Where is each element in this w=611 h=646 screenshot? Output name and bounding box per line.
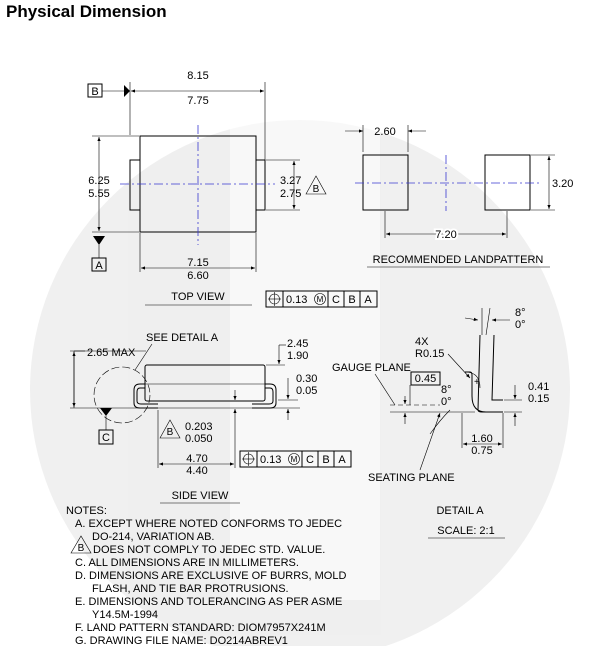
landpattern-title: RECOMMENDED LANDPATTERN [373, 254, 544, 266]
side-lead-max: 0.30 [296, 373, 317, 385]
fcf-datum-1: C [332, 294, 340, 306]
detail-radius: R0.15 [415, 348, 444, 360]
detail-angle-1: 8° [441, 384, 452, 396]
datum-b-label: B [91, 86, 98, 98]
note-a-line2: DO-214, VARIATION AB. [92, 531, 214, 543]
side-span-min: 4.40 [186, 465, 207, 477]
detail-gauge-plane: GAUGE PLANE [332, 362, 411, 374]
fcf-datum-2: B [348, 294, 355, 306]
detail-a-title: DETAIL A [436, 505, 484, 517]
note-b-triangle-side [159, 419, 181, 439]
datum-c-label: C [102, 432, 110, 444]
side-standoff-max: 0.203 [185, 421, 213, 433]
note-b-triangle [305, 175, 327, 195]
side-view: SEE DETAIL A 2.65 MAX C 2.45 1.90 0.30 0… [70, 332, 352, 504]
datum-a-label: A [95, 260, 103, 272]
top-width-max: 8.15 [187, 70, 208, 82]
note-d-line2: FLASH, AND TIE BAR PROTRUSIONS. [92, 583, 289, 595]
note-b: DOES NOT COMPLY TO JEDEC STD. VALUE. [93, 544, 325, 556]
note-a-line1: A. EXCEPT WHERE NOTED CONFORMS TO JEDEC [75, 518, 342, 530]
side-lead-min: 0.05 [296, 385, 317, 397]
fcf-datum-3: A [364, 294, 372, 306]
top-lead-right [255, 159, 266, 211]
top-feature-control-frame: 0.13 M C B A [265, 290, 378, 308]
detail-a: 8° 0° + 4X R0.15 GAUGE PLANE 0.45 8° 0° … [332, 307, 549, 539]
fcf-modifier: M [291, 455, 298, 464]
detail-lead-max: 0.41 [528, 381, 549, 393]
landpattern: 2.60 3.20 7.20 RECOMMENDED LANDPATTERN [345, 125, 573, 268]
top-body-min: 6.60 [187, 270, 208, 282]
fcf-datum-1: C [306, 454, 314, 466]
top-body-max: 7.15 [187, 257, 208, 269]
top-lead-left [129, 159, 141, 211]
note-b-label-side: B [167, 427, 174, 438]
top-height-min: 5.55 [88, 188, 109, 200]
fcf-tolerance: 0.13 [260, 454, 281, 466]
detail-angle-2: 0° [441, 396, 452, 408]
detail-angle-top-1: 8° [515, 307, 526, 319]
note-e-line1: E. DIMENSIONS AND TOLERANCING AS PER ASM… [75, 596, 342, 608]
datum-a-box [91, 257, 107, 272]
detail-gauge-box [410, 371, 441, 386]
pad-left [362, 154, 409, 211]
fcf-datum-2: B [322, 454, 329, 466]
pad-right [484, 154, 531, 211]
side-view-title: SIDE VIEW [172, 490, 229, 502]
fcf-datum-3: A [338, 454, 346, 466]
detail-radius-count: 4X [415, 336, 429, 348]
pad-pitch: 7.20 [435, 229, 456, 241]
detail-seating-plane: SEATING PLANE [368, 472, 455, 484]
side-body [144, 364, 266, 402]
note-c: C. ALL DIMENSIONS ARE IN MILLIMETERS. [75, 557, 299, 569]
top-height-max: 6.25 [88, 175, 109, 187]
top-width-min: 7.75 [187, 95, 208, 107]
detail-lead-min: 0.15 [528, 393, 549, 405]
watermark-logo [30, 120, 570, 646]
detail-radius-marker: + [474, 377, 480, 388]
notes: NOTES: A. EXCEPT WHERE NOTED CONFORMS TO… [66, 505, 346, 646]
note-b-triangle-notes [70, 535, 92, 554]
note-b-symbol: B [78, 543, 85, 554]
pad-height: 3.20 [552, 178, 573, 190]
detail-gauge: 0.45 [415, 373, 436, 385]
side-max-height: 2.65 MAX [87, 347, 136, 359]
top-view: B 8.15 7.75 6.25 5.55 A 3.27 2.75 B [87, 70, 378, 308]
note-f: F. LAND PATTERN STANDARD: DIOM7957X241M [75, 622, 326, 634]
note-e-line2: Y14.5M-1994 [92, 609, 158, 621]
detail-foot-min: 0.75 [471, 445, 492, 457]
see-detail-a: SEE DETAIL A [146, 332, 219, 344]
page-title: Physical Dimension [6, 2, 167, 21]
notes-heading: NOTES: [66, 505, 107, 517]
side-span-max: 4.70 [186, 453, 207, 465]
detail-a-scale: SCALE: 2:1 [437, 525, 494, 537]
fcf-tolerance: 0.13 [286, 294, 307, 306]
note-d-line1: D. DIMENSIONS ARE EXCLUSIVE OF BURRS, MO… [75, 570, 346, 582]
pad-width: 2.60 [374, 126, 395, 138]
side-body-min: 1.90 [287, 350, 308, 362]
top-lead-max: 3.27 [280, 175, 301, 187]
side-feature-control-frame: 0.13 M C B A [239, 450, 352, 468]
note-b-label: B [313, 184, 320, 195]
detail-angle-top-2: 0° [515, 319, 526, 331]
side-body-max: 2.45 [287, 338, 308, 350]
datum-c-box [98, 429, 114, 445]
detail-foot-max: 1.60 [471, 433, 492, 445]
top-lead-min: 2.75 [280, 188, 301, 200]
note-g: G. DRAWING FILE NAME: DO214ABREV1 [75, 635, 288, 646]
top-view-title: TOP VIEW [171, 291, 225, 303]
side-standoff-min: 0.050 [185, 433, 213, 445]
fcf-modifier: M [317, 295, 324, 304]
detail-a-circle [93, 366, 151, 424]
datum-b-box [87, 83, 103, 98]
